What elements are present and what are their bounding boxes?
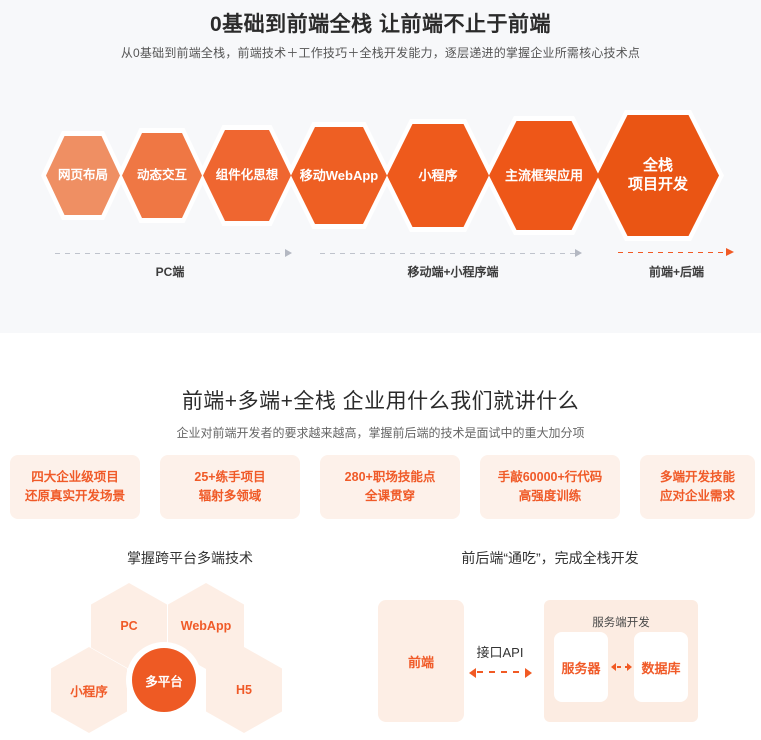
feature-card-line2: 还原真实开发场景 — [24, 489, 125, 503]
stage-label-1: PC端 — [155, 265, 185, 279]
feature-card-line1: 四大企业级项目 — [31, 469, 119, 484]
cluster-hex-miniprogram-label: 小程序 — [70, 684, 108, 699]
hexagon-step-7-line2: 项目开发 — [627, 175, 688, 193]
feature-card[interactable]: 多端开发技能 应对企业需求 — [640, 455, 755, 519]
arch-database-label: 数据库 — [641, 660, 681, 676]
arch-api-label: 接口API — [476, 645, 524, 660]
feature-card[interactable]: 280+职场技能点 全课贯穿 — [320, 455, 460, 519]
arch-server-panel-title: 服务端开发 — [592, 617, 650, 629]
feature-card-line2: 应对企业需求 — [659, 489, 735, 503]
feature-card-line2: 全课贯穿 — [364, 489, 415, 503]
arch-frontend-box[interactable]: 前端 — [378, 600, 464, 722]
hexagon-step-1[interactable]: 网页布局 — [46, 136, 120, 215]
section-roadmap: 0基础到前端全栈 让前端不止于前端 从0基础到前端全栈，前端技术＋工作技巧＋全栈… — [0, 0, 761, 333]
hexagon-step-4[interactable]: 移动WebApp — [291, 127, 387, 224]
cluster-hex-webapp-label: WebApp — [180, 619, 232, 633]
stage-label-2: 移动端+小程序端 — [407, 265, 499, 279]
arch-db-arrow-right — [627, 663, 632, 671]
arch-db-arrow-left — [611, 663, 616, 671]
stage-arrow-head-2 — [575, 249, 582, 257]
hexagon-step-2-label: 动态交互 — [136, 167, 187, 182]
arch-db-dashline — [617, 666, 629, 668]
hexagon-step-1-label: 网页布局 — [57, 167, 108, 182]
multiplatform-cluster: PC WebApp 小程序 H5 多平台 — [40, 578, 340, 738]
arch-database-box[interactable]: 数据库 — [634, 632, 688, 702]
feature-card[interactable]: 四大企业级项目 还原真实开发场景 — [10, 455, 140, 519]
cluster-hex-h5-label: H5 — [236, 683, 252, 697]
hexagon-step-4-label: 移动WebApp — [299, 167, 379, 183]
hexagon-step-6-label: 主流框架应用 — [504, 167, 583, 183]
arch-api-dashline — [477, 671, 525, 673]
feature-card[interactable]: 25+练手项目 辐射多领域 — [160, 455, 300, 519]
feature-card-line1: 手敲60000+行代码 — [497, 469, 603, 484]
left-subheading: 掌握跨平台多端技术 — [127, 550, 253, 566]
cluster-center-label: 多平台 — [145, 674, 183, 689]
hexagon-step-7-label-wrap: 全栈 项目开发 — [628, 157, 688, 194]
feature-card[interactable]: 手敲60000+行代码 高强度训练 — [480, 455, 620, 519]
feature-card-line1: 280+职场技能点 — [344, 469, 436, 484]
hexagon-step-7-line1: 全栈 — [642, 157, 673, 175]
stage-arrow-line-3 — [618, 252, 726, 253]
stage-label-3: 前端+后端 — [648, 265, 704, 279]
hexagon-step-3-label: 组件化思想 — [215, 167, 279, 182]
arch-server-label: 服务器 — [561, 660, 601, 676]
feature-card-line2: 辐射多领域 — [198, 489, 262, 503]
feature-card-line1: 多端开发技能 — [659, 469, 735, 484]
feature-card-list: 四大企业级项目 还原真实开发场景 25+练手项目 辐射多领域 280+职场技能点… — [0, 455, 761, 519]
fullstack-architecture: 前端 接口API 服务端开发 服务器 数据库 — [370, 586, 730, 736]
arch-server-box[interactable]: 服务器 — [554, 632, 608, 702]
stage-arrow-head-1 — [285, 249, 292, 257]
right-subheading: 前后端“通吃”，完成全栈开发 — [461, 550, 639, 566]
section1-title: 0基础到前端全栈 让前端不止于前端 — [209, 13, 551, 36]
arch-api-arrow-right — [525, 668, 532, 678]
section2-title: 前端+多端+全栈 企业用什么我们就讲什么 — [181, 390, 580, 413]
cluster-center-multiplatform[interactable]: 多平台 — [132, 648, 196, 712]
hexagon-step-5[interactable]: 小程序 — [387, 124, 489, 227]
feature-card-line1: 25+练手项目 — [194, 469, 266, 484]
arch-frontend-label: 前端 — [407, 654, 434, 670]
hexagon-roadmap: 网页布局 动态交互 组件化思想 移动WebApp 小程序 主流框架应用 全栈 项… — [0, 0, 761, 260]
section1-subtitle: 从0基础到前端全栈，前端技术＋工作技巧＋全栈开发能力，逐层递进的掌握企业所需核心… — [120, 46, 641, 60]
cluster-hex-pc-label: PC — [120, 619, 138, 633]
stage-arrow-line-2 — [320, 253, 575, 254]
stage-arrow-line-1 — [55, 253, 285, 254]
section2-subtitle: 企业对前端开发者的要求越来越高，掌握前后端的技术是面试中的重大加分项 — [176, 426, 585, 440]
feature-card-line2: 高强度训练 — [518, 489, 582, 503]
hexagon-step-5-label: 小程序 — [418, 167, 458, 183]
stage-arrow-head-3 — [726, 248, 734, 256]
arch-api-arrow-left — [469, 668, 476, 678]
